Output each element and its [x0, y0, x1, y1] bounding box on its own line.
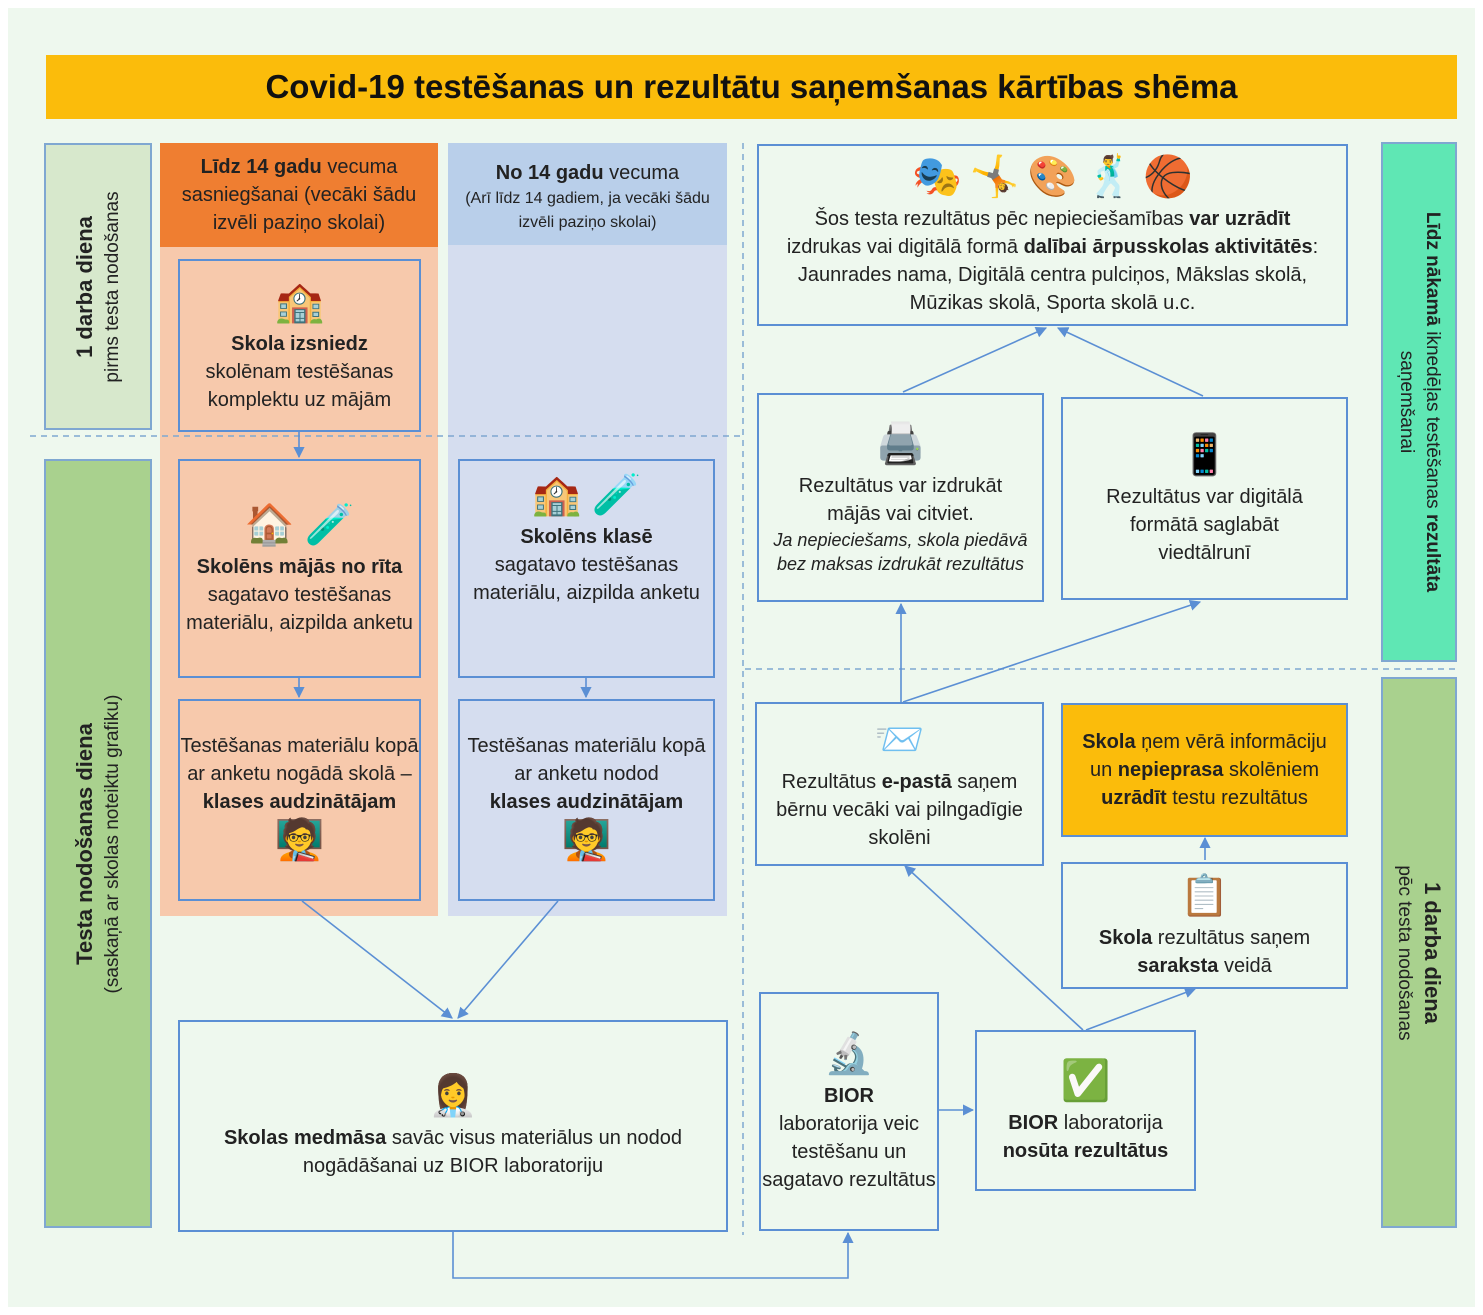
lab-test-text: laboratorija veic testēšanu un sagatavo … — [762, 1112, 936, 1191]
school-not-require-text-2: skolēniem — [1223, 759, 1320, 781]
smartphone-icon: 📱 — [1179, 432, 1230, 477]
deliver-home-text: Testēšanas materiālu kopā ar anketu nogā… — [180, 735, 419, 785]
lab-send-bold-1: BIOR — [1008, 1111, 1059, 1134]
school-list-text-2: veidā — [1218, 954, 1272, 977]
nurse-bold: Skolas medmāsa — [223, 1127, 387, 1149]
test-tube-icon: 🧪 — [591, 473, 642, 517]
over-14-header-bold: No 14 gadu — [495, 162, 604, 184]
email-text-2: saņem bērnu vecāki vai pilngadīgie skolē… — [776, 771, 1023, 849]
phase-next-label: Līdz nākamā iknedēļas testēšanas rezultā… — [1381, 142, 1457, 662]
deliver-home-bold: klases audzinātājam — [202, 791, 397, 813]
phase-after-label: 1 darba diena pēc testa nodošanas — [1381, 677, 1457, 1228]
activities-text-3: : Jaunrades nama, Digitālā centra pulciņ… — [797, 236, 1319, 314]
diagram-title: Covid-19 testēšanas un rezultātu saņemša… — [46, 55, 1457, 119]
school-list-box: 📋 Skola rezultātus saņem saraksta veidā — [1061, 862, 1348, 989]
microscope-icon: 🔬 — [824, 1031, 874, 1076]
activities-text-2: izdrukas vai digitālā formā — [786, 236, 1024, 258]
test-tube-icon: 🧪 — [304, 502, 355, 547]
arrow-email-to-phone — [902, 599, 1202, 703]
arrow-phone-to-activities — [1056, 327, 1204, 397]
school-issues-bold: Skola izsniedz — [231, 332, 368, 355]
arrow-send-to-list — [1085, 987, 1197, 1031]
pupil-class-bold: Skolēns klasē — [520, 526, 653, 548]
arrow-deliver-class-to-nurse — [457, 900, 559, 1019]
email-box: 📨 Rezultātus e-pastā saņem bērnu vecāki … — [755, 702, 1044, 866]
school-issues-text: skolēnam testēšanas komplektu uz mājām — [205, 360, 394, 411]
teacher-icon: 🧑‍🏫 — [274, 818, 325, 862]
clipboard-icon: 📋 — [1179, 873, 1230, 918]
printer-icon: 🖨️ — [875, 421, 926, 466]
school-list-bold-1: Skola — [1098, 926, 1153, 949]
phase-day-label: Testa nodošanas diena (saskaņā ar skolas… — [44, 459, 152, 1228]
musician-icon: 🕺 — [1085, 155, 1136, 199]
print-text: Rezultātus var izdrukāt mājās vai citvie… — [798, 474, 1003, 525]
activities-box: 🎭 🤸 🎨 🕺 🏀 Šos testa rezultātus pēc nepie… — [757, 144, 1348, 326]
deliver-class-bold: klases audzinātājam — [489, 791, 684, 813]
school-icon: 🏫 — [531, 473, 582, 517]
print-box: 🖨️ Rezultātus var izdrukāt mājās vai cit… — [757, 393, 1044, 602]
pupil-class-text: sagatavo testēšanas materiālu, aizpilda … — [473, 554, 700, 604]
lab-send-box: ✅ BIOR laboratorija nosūta rezultātus — [975, 1030, 1196, 1191]
check-mark-icon: ✅ — [1060, 1058, 1111, 1103]
school-not-require-text-3: testu rezultātus — [1166, 787, 1308, 809]
school-not-require-bold-1: Skola — [1082, 731, 1136, 753]
under-14-header-text: vecuma sasniegšanai (vecāki šādu izvēli … — [181, 156, 417, 234]
over-14-header-subtext: (Arī līdz 14 gadiem, ja vecāki šādu izvē… — [465, 190, 710, 231]
school-list-bold-2: saraksta — [1137, 954, 1219, 977]
pupil-home-text: sagatavo testēšanas materiālu, aizpilda … — [186, 583, 413, 634]
arrow-print-to-activities — [902, 327, 1048, 393]
school-not-require-bold-3: uzrādīt — [1101, 787, 1167, 809]
email-bold: e-pastā — [881, 771, 952, 793]
deliver-class-text: Testēšanas materiālu kopā ar anketu nodo… — [467, 735, 706, 785]
deliver-home-box: Testēšanas materiālu kopā ar anketu nogā… — [178, 699, 421, 901]
arrow-deliver-home-to-nurse — [301, 900, 453, 1019]
arrow-send-to-email — [904, 865, 1084, 1031]
under-14-header-bold: Līdz 14 gadu — [200, 156, 322, 178]
over-14-header: No 14 gadu vecuma (Arī līdz 14 gadiem, j… — [448, 143, 727, 245]
arrow-nurse-to-lab — [452, 1231, 854, 1279]
lab-test-bold: BIOR — [824, 1084, 874, 1107]
phase-before-label: 1 darba diena pirms testa nodošanas — [44, 143, 152, 430]
school-not-require-text-1: ņem vērā informāciju un — [1089, 731, 1327, 781]
school-issues-box: 🏫 Skola izsniedz skolēnam testēšanas kom… — [178, 259, 421, 432]
print-italic: Ja nepieciešams, skola piedāvā bez maksa… — [773, 529, 1028, 574]
nurse-box: 👩‍⚕️ Skolas medmāsa savāc visus materiāl… — [178, 1020, 728, 1232]
nurse-icon: 👩‍⚕️ — [428, 1074, 478, 1118]
art-palette-icon: 🎨 — [1027, 155, 1078, 199]
deliver-class-box: Testēšanas materiālu kopā ar anketu nodo… — [458, 699, 715, 901]
school-icon: 🏫 — [274, 279, 325, 324]
envelope-icon: 📨 — [874, 718, 925, 762]
pupil-class-box: 🏫🧪 Skolēns klasē sagatavo testēšanas mat… — [458, 459, 715, 678]
phone-text: Rezultātus var digitālā formātā saglabāt… — [1106, 485, 1303, 564]
lab-send-text: laboratorija — [1058, 1111, 1163, 1134]
lab-send-bold-2: nosūta rezultātus — [1002, 1139, 1169, 1162]
activities-bold-2: dalībai ārpusskolas aktivitātēs — [1023, 236, 1313, 258]
activities-text-1: Šos testa rezultātus pēc nepieciešamības — [814, 208, 1190, 230]
school-list-text: rezultātus saņem — [1152, 926, 1311, 949]
pupil-home-bold: Skolēns mājās no rīta — [196, 555, 403, 578]
under-14-header: Līdz 14 gadu vecuma sasniegšanai (vecāki… — [160, 143, 438, 247]
phone-box: 📱 Rezultātus var digitālā formātā saglab… — [1061, 397, 1348, 600]
school-not-require-bold-2: nepieprasa — [1117, 759, 1224, 781]
nurse-text: savāc visus materiālus un nodod nogādāša… — [302, 1127, 683, 1177]
teacher-icon: 🧑‍🏫 — [561, 818, 612, 862]
email-text-1: Rezultātus — [781, 771, 882, 793]
dancer-icon: 🤸 — [969, 155, 1020, 199]
over-14-header-text: vecuma — [603, 162, 680, 184]
activities-bold-1: var uzrādīt — [1189, 208, 1291, 230]
lab-test-box: 🔬 BIOR laboratorija veic testēšanu un sa… — [759, 992, 939, 1231]
house-icon: 🏠 — [244, 502, 295, 547]
theater-masks-icon: 🎭 — [911, 155, 962, 199]
pupil-home-box: 🏠🧪 Skolēns mājās no rīta sagatavo testēš… — [178, 459, 421, 678]
school-not-require-box: Skola ņem vērā informāciju un nepieprasa… — [1061, 703, 1348, 837]
basketball-icon: 🏀 — [1143, 155, 1194, 199]
